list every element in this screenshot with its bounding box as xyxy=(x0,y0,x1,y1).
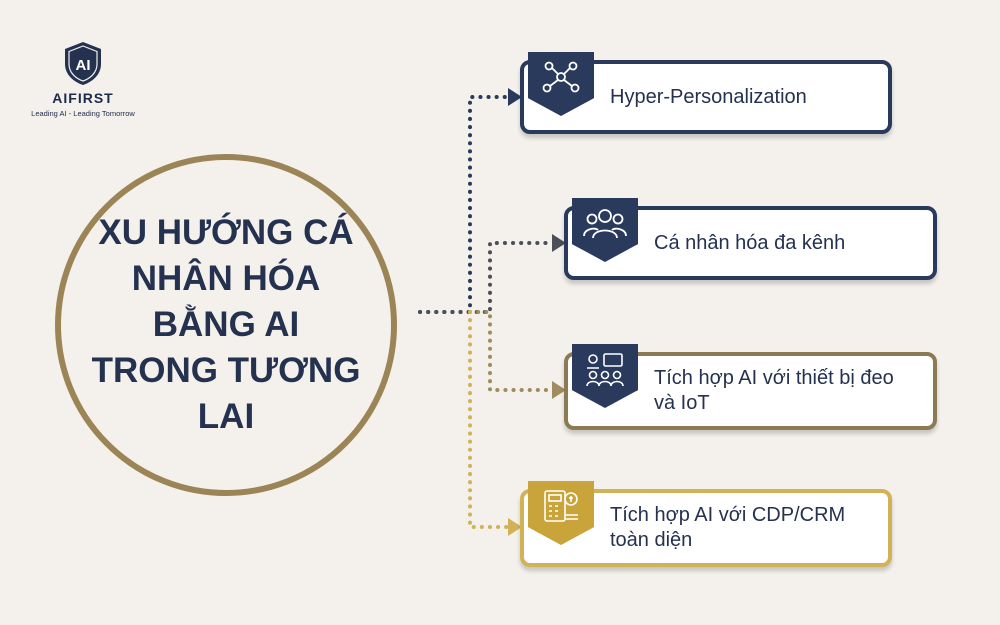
connector-1 xyxy=(418,95,510,314)
crm-finance-icon xyxy=(544,490,578,522)
connector-2 xyxy=(418,241,554,314)
arrowhead-3 xyxy=(552,381,566,399)
arrowhead-2 xyxy=(552,234,566,252)
card-badge xyxy=(528,481,594,545)
card-label: Hyper-Personalization xyxy=(610,85,807,108)
card-label: Tích hợp AI với thiết bị đeo và IoT xyxy=(654,367,894,414)
card-hyper-personalization: Hyper-Personalization xyxy=(520,52,892,134)
card-label: Cá nhân hóa đa kênh xyxy=(654,231,846,254)
devices-team-icon xyxy=(586,353,624,387)
brand-name: AIFIRST xyxy=(52,90,114,106)
card-omnichannel: Cá nhân hóa đa kênh xyxy=(564,198,937,280)
center-title: XU HƯỚNG CÁ NHÂN HÓA BẰNG AI TRONG TƯƠNG… xyxy=(91,213,361,436)
shield-logo-icon: AI xyxy=(65,42,101,85)
arrowhead-1 xyxy=(508,88,522,106)
connector-4 xyxy=(468,310,510,529)
card-cdp-crm: Tích hợp AI với CDP/CRM toàn diện xyxy=(520,481,892,567)
card-badge xyxy=(572,344,638,408)
logo-mark: AI xyxy=(76,57,91,74)
brand-logo: AI AIFIRST Leading AI - Leading Tomorrow xyxy=(28,40,138,118)
group-users-icon xyxy=(583,209,627,239)
card-badge xyxy=(528,52,594,116)
brand-tagline: Leading AI - Leading Tomorrow xyxy=(31,109,135,118)
network-people-icon xyxy=(542,61,580,93)
arrowhead-4 xyxy=(508,518,522,536)
card-label: Tích hợp AI với CDP/CRM toàn diện xyxy=(610,504,846,551)
card-wearables-iot: Tích hợp AI với thiết bị đeo và IoT xyxy=(564,344,937,430)
card-badge xyxy=(572,198,638,262)
center-circle: XU HƯỚNG CÁ NHÂN HÓA BẰNG AI TRONG TƯƠNG… xyxy=(55,154,397,496)
connector-3 xyxy=(468,310,554,392)
